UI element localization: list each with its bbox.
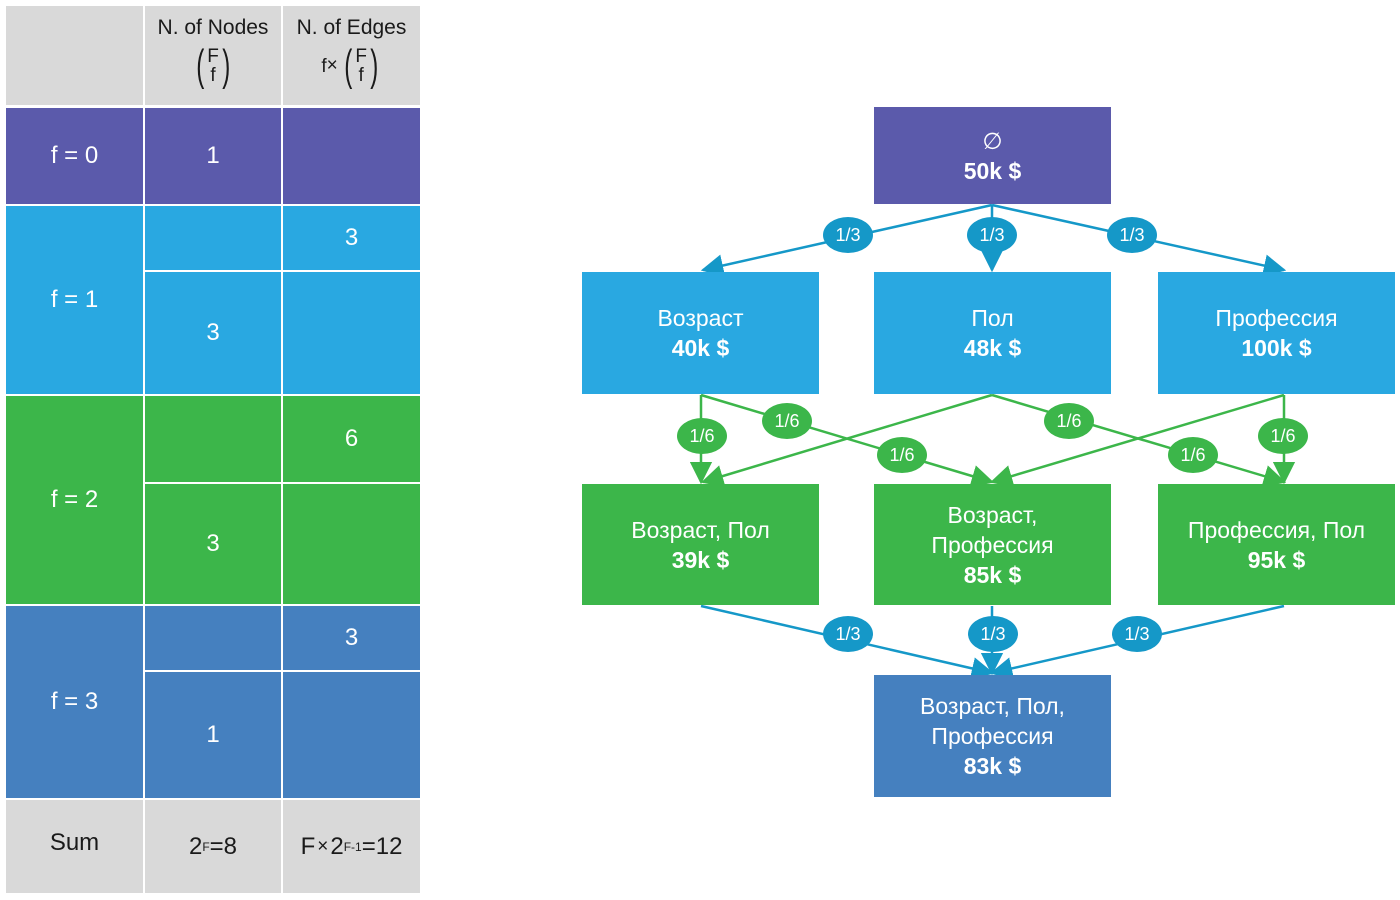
header-edges-title: N. of Edges — [296, 16, 407, 39]
edge-weight-badge: 1/3 — [967, 217, 1017, 253]
edge-3-5 — [989, 393, 1285, 487]
row-nodes-f2: 3 — [145, 484, 281, 604]
edges-binom-bottom: f — [358, 65, 364, 86]
node-value: 95k $ — [1247, 546, 1306, 573]
row-edges-f1: 3 — [283, 206, 420, 270]
node-feature-label: Профессия — [931, 723, 1054, 749]
sum-label: Sum — [6, 800, 143, 893]
header-edges-cell: N. of Edges f × ( F f ) — [283, 6, 420, 105]
row-spacer-f3 — [145, 606, 281, 670]
node-value: 48k $ — [963, 335, 1022, 361]
node-feature-label: ∅ — [982, 127, 1003, 154]
row-spacer-f2 — [283, 484, 420, 604]
node-value: 39k $ — [671, 546, 730, 573]
edge-weight-badge: 1/3 — [1107, 217, 1157, 253]
edge-2-4 — [700, 393, 993, 487]
left-paren-icon: ( — [344, 41, 353, 90]
node-value: 50k $ — [963, 157, 1022, 184]
node-feature-label: Возраст, — [947, 501, 1038, 528]
edges-binomial: f × ( F f ) — [321, 44, 381, 88]
nodes-binom-bottom: f — [210, 65, 216, 86]
row-edges-f2: 6 — [283, 396, 420, 482]
node-age-profession: Возраст, Профессия 85k $ — [874, 484, 1111, 605]
edges-binom-top: F — [355, 46, 367, 67]
edge-weight-badge: 1/6 — [1258, 418, 1308, 454]
sum-nodes-exp: F — [202, 839, 210, 854]
node-value: 40k $ — [671, 335, 730, 361]
edge-weight-badge: 1/6 — [877, 437, 927, 473]
node-value: 85k $ — [963, 561, 1022, 588]
node-feature-label: Профессия, Пол — [1187, 516, 1366, 543]
row-nodes-f3: 1 — [145, 672, 281, 798]
row-spacer-f1 — [283, 272, 420, 394]
sum-edges-base: 2 — [330, 832, 344, 860]
edge-weight-badge: 1/3 — [1112, 616, 1162, 652]
nodes-binomial: ( F f ) — [193, 44, 234, 88]
row-label-f2: f = 2 — [6, 396, 143, 604]
row-spacer-f2 — [145, 396, 281, 482]
edge-weight-badge: 1/6 — [762, 403, 812, 439]
row-nodes-f0: 1 — [145, 108, 281, 204]
node-feature-label: Возраст — [657, 305, 744, 331]
sum-edges-times-sign: × — [317, 835, 329, 857]
node-feature-label: Возраст, Пол — [631, 516, 770, 543]
row-label-f1: f = 1 — [6, 206, 143, 394]
node-feature-label: Профессия — [1215, 305, 1338, 331]
node-value: 100k $ — [1241, 335, 1312, 361]
sum-edges-lead: F — [300, 832, 316, 860]
edges-prefix: f — [321, 55, 327, 77]
edges-times-sign: × — [326, 55, 338, 76]
nodes-binom-top: F — [207, 46, 219, 67]
node-feature-label: Профессия — [931, 531, 1054, 558]
edge-weight-badge: 1/6 — [677, 418, 727, 454]
combinatorics-table: N. of Nodes ( F f ) N. of Edges f × ( F … — [6, 6, 420, 893]
row-label-f0: f = 0 — [6, 108, 143, 204]
edge-weight-badge: 1/3 — [823, 616, 873, 652]
edge-weight-badge: 1/6 — [1044, 403, 1094, 439]
row-spacer-f1 — [145, 206, 281, 270]
row-label-f3: f = 3 — [6, 606, 143, 798]
sum-edges-result: =12 — [361, 832, 403, 860]
node-all-features: Возраст, Пол, Профессия 83k $ — [874, 675, 1111, 797]
row-edges-f0 — [283, 108, 420, 204]
node-feature-label: Возраст, Пол, — [920, 693, 1065, 719]
header-nodes-title: N. of Nodes — [157, 16, 269, 39]
row-edges-f3: 3 — [283, 606, 420, 670]
node-profession: Профессия 100k $ — [1158, 272, 1395, 394]
right-paren-icon: ) — [222, 41, 231, 90]
node-feature-label: Пол — [971, 305, 1014, 331]
row-nodes-f1: 3 — [145, 272, 281, 394]
sum-nodes-result: =8 — [209, 832, 238, 860]
node-profession-gender: Профессия, Пол 95k $ — [1158, 484, 1395, 605]
right-paren-icon: ) — [370, 41, 379, 90]
edge-weight-badge: 1/3 — [968, 616, 1018, 652]
left-paren-icon: ( — [195, 41, 204, 90]
node-gender: Пол 48k $ — [874, 272, 1111, 394]
node-age: Возраст 40k $ — [582, 272, 819, 394]
edge-weight-badge: 1/6 — [1168, 437, 1218, 473]
node-age-gender: Возраст, Пол 39k $ — [582, 484, 819, 605]
header-corner-cell — [6, 6, 143, 105]
node-value: 83k $ — [963, 753, 1022, 779]
row-spacer-f3 — [283, 672, 420, 798]
edge-weight-badge: 1/3 — [823, 217, 873, 253]
sum-edges-exp: F-1 — [343, 839, 362, 854]
sum-nodes-base: 2 — [188, 832, 203, 860]
header-nodes-cell: N. of Nodes ( F f ) — [145, 6, 281, 105]
node-empty-set: ∅ 50k $ — [874, 107, 1111, 204]
